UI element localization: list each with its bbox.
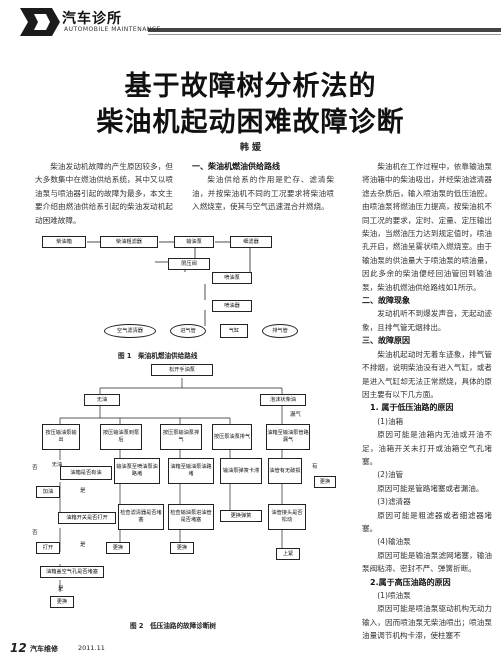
no-label-1: 否 [32, 465, 38, 471]
no-fuel-node: 无油 [84, 394, 120, 406]
figure2-caption: 图 2 低压油路的故障诊断树 [130, 622, 217, 630]
tank-cap-vent-node: 油箱盖空气孔是否堵塞 [40, 566, 104, 578]
section2-paragraph: 发动机听不到爆发声音，无起动迹象，且排气管无烟排出。 [362, 309, 492, 332]
feed-pump-item-title: (4)输油泵 [377, 537, 411, 547]
fuel-tank-node: 柴油箱 [42, 236, 86, 248]
injection-pump-node: 喷油泵 [212, 272, 252, 284]
check-inlet-pipe-node: 检查输油泵进油管是否堵塞 [168, 504, 214, 530]
foam-fuel-node: 泡沫状柴油 [260, 394, 306, 406]
tank-item-title: (1)油箱 [377, 416, 404, 426]
section3-heading: 三、故障原因 [362, 336, 410, 346]
no-label-2: 否 [32, 530, 38, 536]
header-banner [0, 0, 501, 48]
tank-switch-open-node: 油箱开关是否打开 [58, 512, 116, 524]
yes-label-2: 是 [80, 542, 86, 548]
check-filter-node: 检查滤清器是否堵塞 [118, 504, 164, 530]
high-pressure-heading: 2.属于高压油路的原因 [370, 577, 451, 587]
coarse-filter-node: 柴油粗滤器 [100, 236, 158, 248]
spring-stuck-node: 输油泵弹簧卡滞 [220, 458, 262, 484]
section3-paragraph: 柴油机起动时无着车迹象，排气管不排烟，说明柴油没有进入气缸，或者是进入气缸却无法… [362, 349, 492, 399]
feed-pump-item-text: 原因可能是输油泵滤网堵塞，输油泵阀粘滞、密封不严、弹簧折断。 [362, 550, 492, 574]
replace-node-right: 更换 [314, 476, 336, 488]
tank-has-fuel-node: 油箱是否有油 [60, 466, 112, 480]
page-number: 12 [10, 641, 27, 655]
pipe-damaged-node: 油管有无破损 [268, 458, 302, 484]
add-fuel-node: 加油 [36, 486, 60, 498]
injection-pump-item-text: 原因可能是喷油泵驱动机构无动力输入，因而喷油泵无柴油喷出；喷油泵油量调节机构卡滞… [362, 604, 492, 641]
pressure-limit-valve-node: 限压阀 [168, 258, 210, 270]
tighten-node: 上紧 [276, 548, 300, 560]
section2-heading: 二、故障现象 [362, 296, 410, 306]
air-cleaner-node: 空气滤清器 [104, 324, 156, 338]
footer-magazine-name: 汽车维修 [30, 645, 58, 653]
pump-to-injection-blocked-node: 输油泵至喷油泵油路堵 [114, 458, 160, 484]
feed-pump-node: 输油泵 [174, 236, 214, 248]
supply-route-paragraph: 柴油机在工作过程中，依靠输油泵将油箱中的柴油吸出，并经柴油滤清器滤去杂质后，输入… [362, 162, 492, 292]
injector-node: 喷油器 [212, 300, 252, 312]
press-oil-pump-exhaust-node: 按压泵油泵排气 [212, 424, 252, 450]
magazine-english-name: AUTOMOBILE MAINTENANCE [64, 26, 161, 33]
low-pressure-heading: 1. 属于低压油路的原因 [370, 403, 454, 413]
tank-to-pump-blocked-node: 油箱至输油泵油路堵 [168, 458, 214, 484]
replace-node-2: 更换 [170, 542, 194, 554]
tank-to-pump-leak-node: 油箱至输油泵管路漏气 [266, 424, 310, 450]
filter-item-title: (3)滤清器 [377, 497, 411, 507]
intake-pipe-node: 进气管 [170, 324, 206, 338]
article-title-line2: 柴油机起动困难故障诊断 [96, 107, 405, 138]
replace-spring-node: 更换弹簧 [220, 510, 262, 522]
right-column: 柴油机在工作过程中，依靠输油泵将油箱中的柴油吸出，并经柴油滤清器滤去杂质后，输入… [362, 160, 492, 643]
leak-label: 漏气 [290, 412, 302, 418]
pipe-item-text: 原因可能是管路堵塞或者漏油。 [377, 483, 484, 493]
magazine-name: 汽车诊所 [62, 11, 122, 27]
section1-column: 一、柴油机燃油供给路线 柴油供给系的作用是贮存、滤清柴油，并按柴油机不同的工况要… [192, 160, 334, 214]
press-pump-exhaust-node: 按压泵输油泵排气 [160, 424, 202, 450]
press-pump-output-node: 按压输油泵输出 [42, 424, 80, 450]
replace-node-1: 更换 [106, 542, 130, 554]
article-title-line1: 基于故障树分析法的 [124, 71, 377, 102]
fine-filter-node: 细滤器 [230, 236, 272, 248]
footer-issue-date: 2011.11 [78, 644, 105, 652]
pipe-item-title: (2)油管 [377, 470, 404, 480]
figure1-caption: 图 1 柴油机燃油供给路线 [118, 352, 198, 360]
replace-node-3: 更换 [50, 596, 74, 608]
exhaust-pipe-node: 排气管 [262, 324, 298, 338]
has-label: 有 [312, 464, 318, 470]
section1-heading: 一、柴油机燃油供给路线 [192, 162, 280, 171]
tank-item-text: 原因可能是油箱内无油或开油不足，油箱开关未打开或油箱空气孔堵塞。 [362, 430, 492, 466]
fault-tree-root: 松开手油泵 [151, 364, 213, 376]
yes-label-3: 是 [58, 586, 64, 592]
section1-paragraph: 柴油供给系的作用是贮存、滤清柴油，并按柴油机不同的工况要求将柴油喷入燃烧室，使其… [192, 175, 334, 212]
cylinder-node: 气缸 [220, 324, 248, 338]
intro-paragraph: 柴油发动机故障的产生原因较多，但大多数集中在燃油供给系统，其中又以喷油泵与喷油器… [35, 162, 173, 225]
open-switch-node: 打开 [36, 542, 60, 554]
yes-label-1: 是 [80, 488, 86, 494]
filter-item-text: 原因可能是粗滤器或者细滤器堵塞。 [362, 510, 492, 533]
injection-pump-item-title: (1)喷油泵 [377, 591, 411, 600]
intro-column: 柴油发动机故障的产生原因较多，但大多数集中在燃油供给系统，其中又以喷油泵与喷油器… [35, 160, 173, 227]
press-pump-to-pump-node: 按压输油泵到泵后 [100, 424, 142, 450]
pipe-joint-loose-node: 油管接头是否松动 [268, 504, 306, 530]
no-fuel-label: 无油 [42, 460, 72, 470]
author: 韩 媛 [239, 143, 262, 153]
